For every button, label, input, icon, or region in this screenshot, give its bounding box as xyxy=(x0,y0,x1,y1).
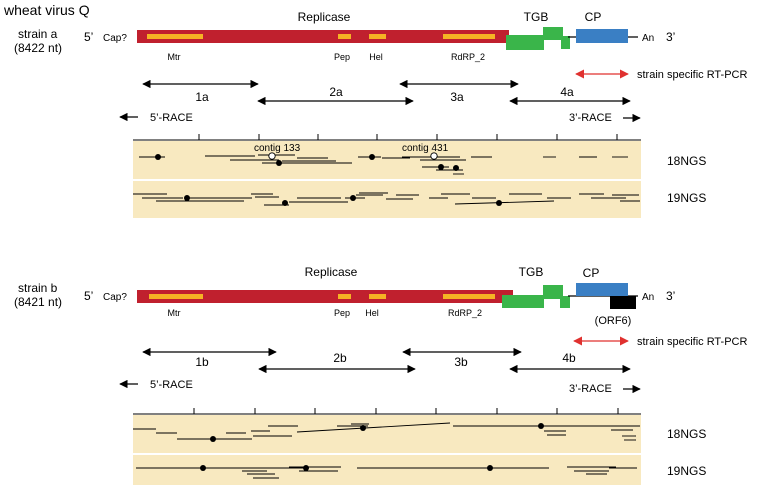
strain-b-19ngs-track xyxy=(133,455,641,485)
strain-a-mtr-domain xyxy=(147,34,203,39)
strain-b-replicase-bar xyxy=(137,290,513,303)
strain-b-ruler xyxy=(133,408,641,415)
contig-431-label: contig 431 xyxy=(402,143,449,154)
strain-a-length: (8422 nt) xyxy=(14,41,62,55)
strain-b-pep-domain xyxy=(338,294,351,299)
strain-b-orf6-label: (ORF6) xyxy=(595,315,632,327)
strain-a-18ngs-label: 18NGS xyxy=(667,154,706,168)
read-dot xyxy=(369,154,375,160)
strain-a-fragment-4a-label: 4a xyxy=(560,85,574,99)
strain-b-rdrp-domain xyxy=(443,294,495,299)
strain-a-mtr-label: Mtr xyxy=(168,52,181,62)
strain-a-rdrp-domain xyxy=(443,34,495,39)
strain-b-fragment-4b-label: 4b xyxy=(562,351,576,365)
strain-a-18ngs-track xyxy=(133,141,641,179)
strain-a-cp-block xyxy=(576,29,628,43)
strain-a-hel-domain xyxy=(369,34,386,39)
strain-a-5race-label: 5’-RACE xyxy=(150,112,193,124)
read-dot xyxy=(303,465,309,471)
strain-a-pep-domain xyxy=(338,34,351,39)
strain-b-fragment-1b-label: 1b xyxy=(195,355,209,369)
strain-b-length: (8421 nt) xyxy=(14,295,62,309)
strain-b-5race-label: 5’-RACE xyxy=(150,379,193,391)
strain-a-three-prime: 3’ xyxy=(666,30,675,44)
strain-b-orf6-block xyxy=(610,296,636,309)
strain-a-panel: strain a (8422 nt) 5’ Cap? Replicase Mtr… xyxy=(14,10,747,218)
strain-b-pep-label: Pep xyxy=(334,308,350,318)
strain-b-replicase-label: Replicase xyxy=(305,265,358,279)
read-dot xyxy=(438,164,444,170)
figure-title: wheat virus Q xyxy=(3,2,90,18)
strain-a-19ngs-reads xyxy=(133,192,640,206)
read-dot xyxy=(282,200,288,206)
strain-a-replicase-bar xyxy=(137,30,509,43)
contig-133-label: contig 133 xyxy=(254,143,301,154)
strain-b-tgb1-block xyxy=(502,295,544,308)
strain-a-hel-label: Hel xyxy=(369,52,383,62)
read-dot xyxy=(453,165,459,171)
strain-b-panel: strain b (8421 nt) 5’ Cap? Replicase Mtr… xyxy=(14,265,747,485)
read-dot xyxy=(184,195,190,201)
read-dot xyxy=(360,425,366,431)
contig-431-marker xyxy=(430,152,438,160)
strain-b-mtr-label: Mtr xyxy=(168,308,181,318)
strain-b-rdrp-label: RdRP_2 xyxy=(448,308,482,318)
strain-b-poly-a: An xyxy=(642,292,654,303)
strain-b-tgb2-block xyxy=(543,285,563,299)
strain-b-cp-block xyxy=(576,283,628,296)
strain-b-tgb3-block xyxy=(560,296,570,308)
strain-b-18ngs-label: 18NGS xyxy=(667,427,706,441)
read-dot xyxy=(538,423,544,429)
strain-a-tgb-label: TGB xyxy=(524,10,549,24)
strain-b-mtr-domain xyxy=(149,294,203,299)
strain-a-ruler xyxy=(133,134,641,141)
strain-a-five-prime: 5’ xyxy=(84,30,93,44)
strain-a-rdrp-label: RdRP_2 xyxy=(451,52,485,62)
strain-b-name: strain b xyxy=(18,281,58,295)
strain-b-five-prime: 5’ xyxy=(84,289,93,303)
strain-a-tgb2-block xyxy=(543,27,563,40)
strain-b-cp-label: CP xyxy=(583,266,600,280)
read-dot xyxy=(496,200,502,206)
strain-b-hel-domain xyxy=(369,294,386,299)
read-dot xyxy=(200,465,206,471)
strain-a-18ngs-dots xyxy=(155,154,459,171)
strain-b-18ngs-dots xyxy=(210,423,544,442)
strain-b-three-prime: 3’ xyxy=(666,289,675,303)
strain-b-3race-label: 3’-RACE xyxy=(569,383,612,395)
strain-a-rt-pcr-label: strain specific RT-PCR xyxy=(637,69,747,81)
read-dot xyxy=(210,436,216,442)
strain-b-rt-pcr-label: strain specific RT-PCR xyxy=(637,336,747,348)
strain-a-poly-a: An xyxy=(642,33,654,44)
strain-b-19ngs-label: 19NGS xyxy=(667,464,706,478)
strain-a-19ngs-label: 19NGS xyxy=(667,191,706,205)
strain-a-tgb1-block xyxy=(506,35,544,50)
strain-b-18ngs-track xyxy=(133,415,641,453)
strain-a-replicase-label: Replicase xyxy=(298,10,351,24)
read-dot xyxy=(155,154,161,160)
strain-a-fragment-3a-label: 3a xyxy=(450,90,464,104)
contig-133-marker xyxy=(268,152,276,160)
strain-a-fragment-1a-label: 1a xyxy=(195,90,209,104)
strain-a-3race-label: 3’-RACE xyxy=(569,112,612,124)
strain-a-cp-label: CP xyxy=(585,10,602,24)
strain-b-tgb-label: TGB xyxy=(519,265,544,279)
strain-a-pep-label: Pep xyxy=(334,52,350,62)
read-dot xyxy=(487,465,493,471)
strain-b-19ngs-dots xyxy=(200,465,493,471)
strain-a-19ngs-track xyxy=(133,181,641,218)
strain-a-name: strain a xyxy=(18,27,58,41)
read-dot xyxy=(276,160,282,166)
read-dot xyxy=(350,195,356,201)
strain-a-tgb3-block xyxy=(561,36,570,49)
strain-b-fragment-3b-label: 3b xyxy=(454,355,468,369)
strain-b-fragment-2b-label: 2b xyxy=(333,351,347,365)
strain-b-cap: Cap? xyxy=(103,292,127,303)
strain-b-hel-label: Hel xyxy=(365,308,379,318)
strain-a-19ngs-dots xyxy=(184,195,502,206)
strain-a-fragment-2a-label: 2a xyxy=(329,85,343,99)
strain-a-cap: Cap? xyxy=(103,33,127,44)
